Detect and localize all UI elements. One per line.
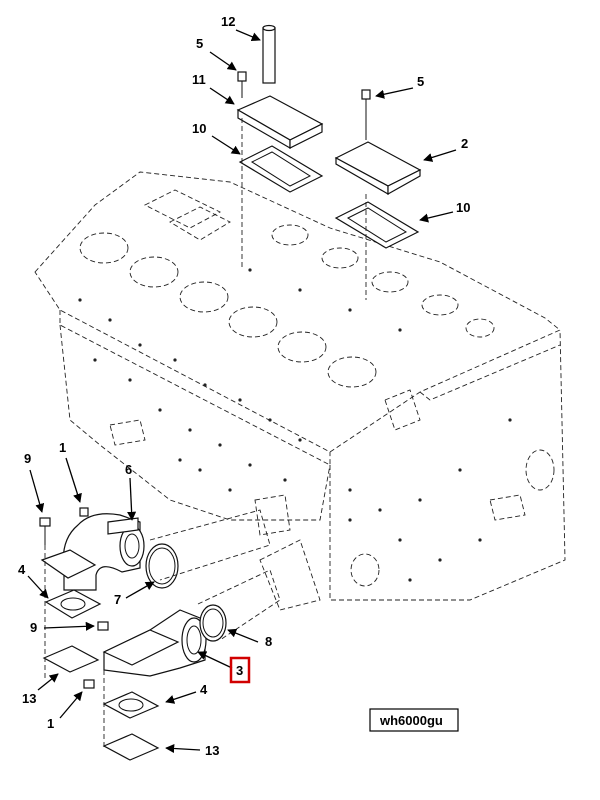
callout-5-top: 5 xyxy=(196,36,203,51)
callout-5-right: 5 xyxy=(417,74,424,89)
figure-id-label: wh6000gu xyxy=(369,708,459,732)
phantom-tube xyxy=(149,509,271,581)
part-4-gasket-bottom xyxy=(102,691,160,719)
part-9-nut-bottom xyxy=(97,621,109,631)
callout-6: 6 xyxy=(125,462,132,477)
block-bolt-holes xyxy=(78,268,512,582)
callout-4-bottom: 4 xyxy=(200,682,208,697)
callout-12: 12 xyxy=(221,14,235,29)
callout-8: 8 xyxy=(265,634,272,649)
callout-4-top: 4 xyxy=(18,562,26,577)
arrow-10-left xyxy=(211,135,241,155)
part-10-gasket-left xyxy=(238,145,324,193)
callout-13-bottom: 13 xyxy=(205,743,219,758)
callout-3-highlight-box xyxy=(229,656,251,684)
callout-2: 2 xyxy=(461,136,468,151)
arrow-11 xyxy=(209,87,235,105)
part-9-nut-top xyxy=(39,517,51,545)
callout-11: 11 xyxy=(192,72,206,87)
part-10-gasket-right xyxy=(334,201,420,249)
arrow-9-top xyxy=(29,469,45,513)
part-4-gasket-top xyxy=(44,589,102,619)
arrow-6 xyxy=(127,477,137,521)
part-11-plate xyxy=(236,95,324,150)
arrow-13-left xyxy=(37,673,59,691)
arrow-7 xyxy=(125,581,155,599)
figure-id-box xyxy=(369,708,459,732)
part-1-bolt-bottom xyxy=(83,679,95,689)
part-7-o-ring xyxy=(145,543,179,589)
callout-3: 3 xyxy=(236,663,243,678)
arrow-2 xyxy=(423,149,457,162)
arrow-10-right xyxy=(419,211,454,223)
part-5-bolt-left xyxy=(237,71,247,98)
callout-labels: 12 5 11 10 5 2 10 1 9 6 4 7 9 8 3 13 1 4… xyxy=(18,14,470,758)
callout-10-left: 10 xyxy=(192,121,206,136)
callout-13-left: 13 xyxy=(22,691,36,706)
callout-10-right: 10 xyxy=(456,200,470,215)
part-13-gasket-bottom xyxy=(102,733,160,761)
part-3-manifold xyxy=(102,609,207,677)
callout-1-bottom: 1 xyxy=(47,716,54,731)
arrow-5-top xyxy=(209,51,237,71)
engine-block-outline xyxy=(34,171,566,611)
part-8-o-ring xyxy=(199,604,227,642)
part-2-cover xyxy=(334,141,422,196)
part-1-bolt-top xyxy=(79,507,89,517)
part-5-bolt-right xyxy=(361,89,371,140)
part-6-elbow xyxy=(62,513,145,591)
figure-id-text: wh6000gu xyxy=(379,713,443,728)
phantom-tube-lower xyxy=(197,569,281,641)
leader-arrows xyxy=(27,29,457,754)
arrow-12 xyxy=(235,29,261,42)
arrow-9-bottom xyxy=(43,621,95,631)
arrow-13-bottom xyxy=(165,743,201,754)
arrow-5-right xyxy=(375,87,414,99)
arrow-8 xyxy=(227,628,259,643)
part-flange-base xyxy=(40,549,97,579)
arrow-1-bottom xyxy=(59,691,83,719)
part-13-gasket-left xyxy=(42,645,100,673)
callout-1-top: 1 xyxy=(59,440,66,455)
arrow-4-bottom xyxy=(165,691,197,704)
part-12-pin xyxy=(262,24,276,84)
arrow-4-top xyxy=(27,575,49,599)
arrow-1-top xyxy=(65,457,82,503)
callout-9-bottom: 9 xyxy=(30,620,37,635)
callout-7: 7 xyxy=(114,592,121,607)
callout-9-top: 9 xyxy=(24,451,31,466)
arrow-3 xyxy=(197,651,233,669)
